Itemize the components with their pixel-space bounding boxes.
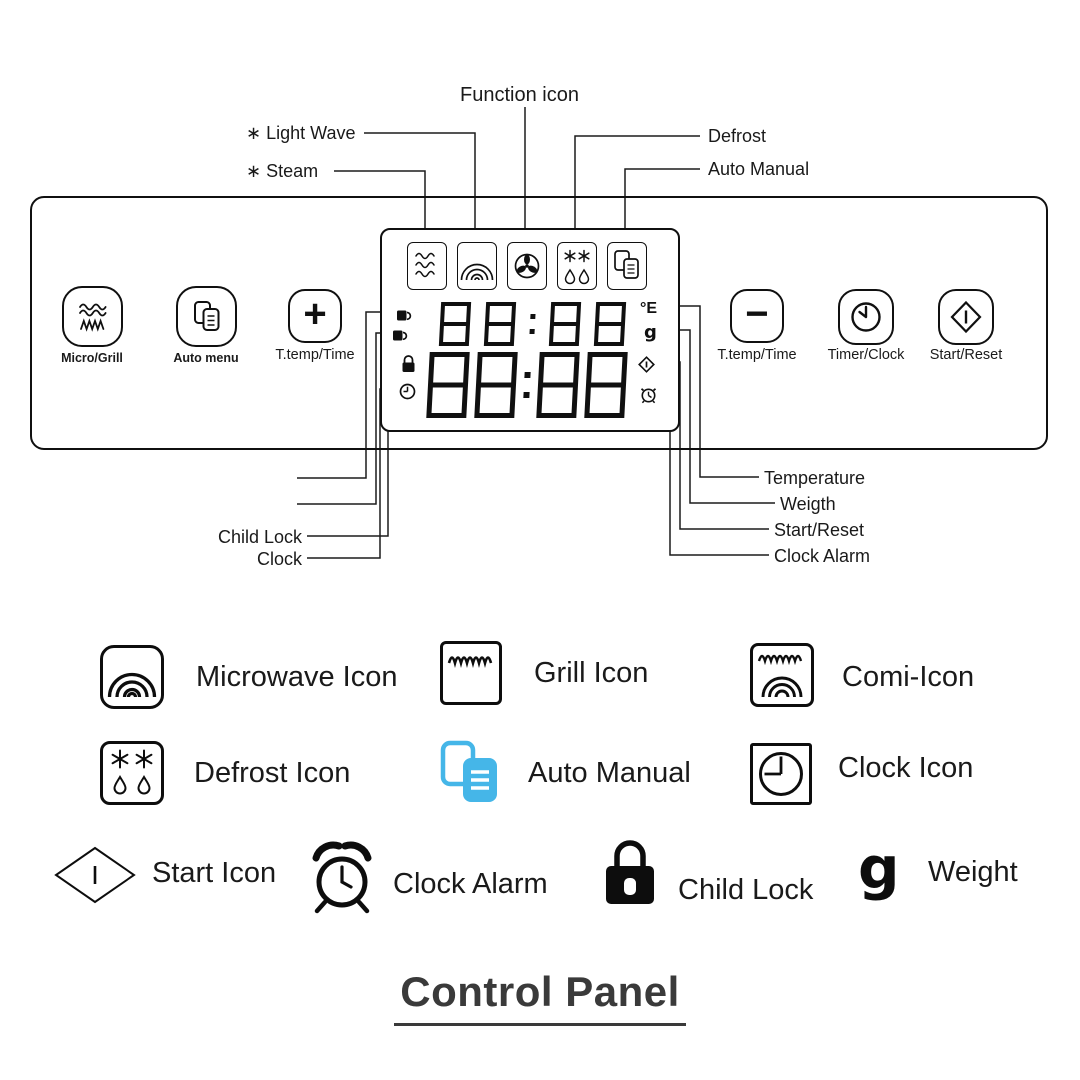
light-wave-icon: [407, 242, 447, 290]
auto-manual-icon: [437, 738, 505, 806]
steam-icon: [457, 242, 497, 290]
display-time-small: [438, 302, 627, 346]
annotation-temperature: Temperature: [764, 468, 866, 488]
annotation-start-reset: Start/Reset: [774, 520, 865, 540]
legend-label-child-lock: Child Lock: [678, 874, 814, 906]
legend-label-weight: Weight: [928, 856, 1018, 888]
timer-clock-icon: [851, 302, 881, 332]
start-reset-icon: [950, 300, 982, 334]
display-function-icons: [407, 242, 647, 290]
weight-icon: g: [858, 834, 900, 902]
weight-unit: g: [644, 322, 657, 343]
clock-alarm-icon: [639, 385, 658, 404]
ttemp-time-left-label: T.temp/Time: [275, 347, 355, 363]
fan-icon: [507, 242, 547, 290]
legend-label-start: Start Icon: [152, 857, 277, 889]
start-reset-label: Start/Reset: [929, 347, 1003, 363]
auto-menu-label: Auto menu: [173, 351, 239, 365]
annotation-light-wave: ∗ Light Wave: [246, 123, 356, 143]
page-title-wrap: Control Panel: [0, 968, 1080, 1026]
auto-menu-icon: [193, 300, 219, 331]
clock-icon: [750, 743, 812, 805]
legend-label-clock-alarm: Clock Alarm: [393, 868, 548, 900]
auto-manual-icon: [607, 242, 647, 290]
cup-icon: [392, 328, 409, 343]
page-title: Control Panel: [394, 968, 686, 1026]
annotation-weight: Weigth: [780, 494, 836, 514]
child-lock-icon: [598, 834, 662, 908]
minus-icon: −: [745, 292, 769, 336]
child-lock-icon: [400, 354, 417, 373]
grill-icon: [440, 641, 502, 705]
temperature-unit: °E: [640, 300, 658, 317]
plus-icon: +: [303, 292, 327, 336]
cup-icon: [396, 308, 413, 323]
defrost-icon: [557, 242, 597, 290]
plus-button[interactable]: +: [288, 289, 342, 343]
legend-label-comi: Comi-Icon: [842, 661, 975, 693]
display: °E g: [380, 228, 680, 432]
legend-label-microwave: Microwave Icon: [196, 661, 398, 693]
legend-label-grill: Grill Icon: [534, 657, 649, 689]
micro-grill-label: Micro/Grill: [61, 351, 123, 365]
control-panel-outline: [30, 196, 1048, 450]
annotation-auto-manual: Auto Manual: [708, 159, 810, 179]
micro-grill-button[interactable]: [62, 286, 123, 347]
timer-clock-label: Timer/Clock: [827, 347, 905, 363]
comi-icon: [750, 643, 814, 707]
clock-icon: [399, 383, 416, 400]
legend-label-defrost: Defrost Icon: [194, 757, 351, 789]
auto-menu-button[interactable]: [176, 286, 237, 347]
microwave-icon: [100, 645, 164, 709]
display-time-large: [426, 352, 628, 418]
start-reset-icon: [638, 356, 655, 373]
defrost-icon: [100, 741, 164, 805]
annotation-function-icon: Function icon: [460, 84, 579, 106]
annotation-defrost: Defrost: [708, 126, 767, 146]
legend-label-auto-manual: Auto Manual: [528, 757, 691, 789]
start-reset-button[interactable]: [938, 289, 994, 345]
annotation-clock: Clock: [256, 549, 302, 569]
timer-clock-button[interactable]: [838, 289, 894, 345]
legend-label-clock: Clock Icon: [838, 752, 974, 784]
minus-button[interactable]: −: [730, 289, 784, 343]
annotation-clock-alarm: Clock Alarm: [774, 546, 871, 566]
ttemp-time-right-label: T.temp/Time: [717, 347, 797, 363]
clock-alarm-icon: [303, 836, 381, 916]
micro-grill-icon: [78, 303, 106, 332]
annotation-steam: ∗ Steam: [246, 161, 319, 181]
start-icon: [53, 845, 137, 905]
annotation-child-lock: Child Lock: [217, 527, 302, 547]
